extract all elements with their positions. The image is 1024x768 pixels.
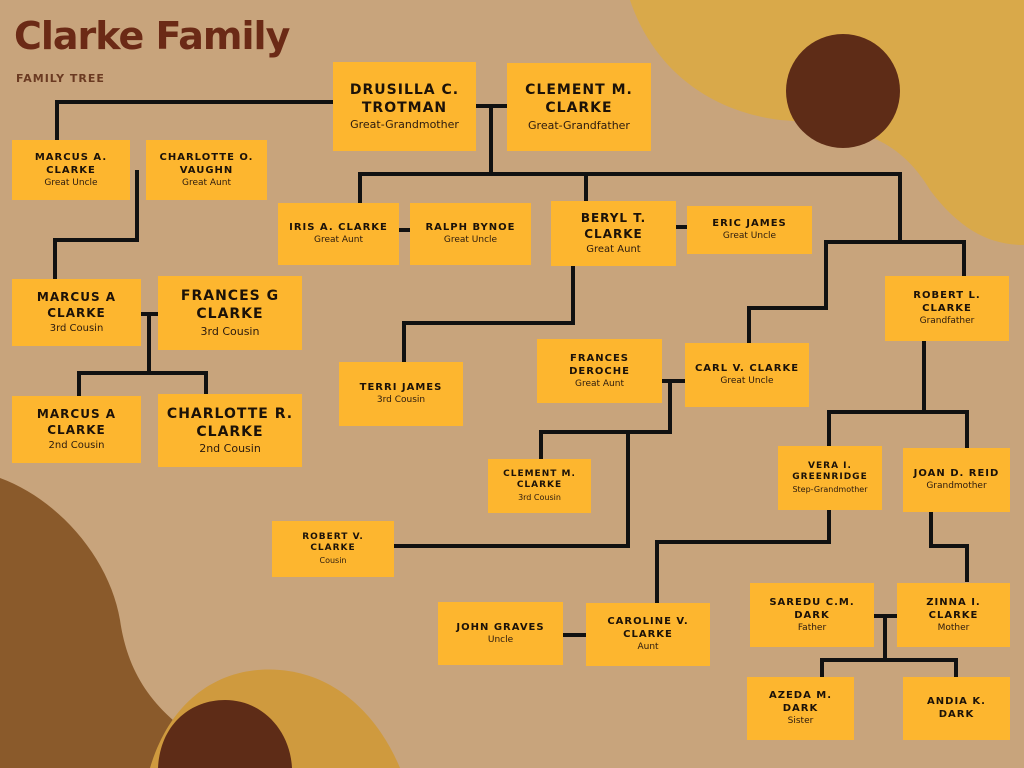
person-name: RALPH BYNOE <box>425 222 516 234</box>
person-role: Uncle <box>487 634 514 645</box>
person-name: FRANCES G CLARKE <box>180 288 280 323</box>
person-name: AZEDA M. DARK <box>768 690 833 715</box>
person-role: Mother <box>937 622 970 633</box>
person-name: ANDIA K. DARK <box>927 696 986 720</box>
person-role: Aunt <box>637 642 659 653</box>
dark-circle-top-right <box>786 34 900 148</box>
dark-blob-bottom <box>158 700 292 768</box>
person-card-caroline[interactable]: CAROLINE V. CLARKE Aunt <box>586 603 710 666</box>
person-name: JOHN GRAVES <box>456 621 545 633</box>
person-card-frances-deroche[interactable]: FRANCES DEROCHE Great Aunt <box>537 339 662 403</box>
person-role: Great Aunt <box>574 378 624 389</box>
person-card-zinna[interactable]: ZINNA I. CLARKE Mother <box>897 583 1010 647</box>
person-card-marcus-great-uncle[interactable]: MARCUS A. CLARKE Great Uncle <box>12 140 130 200</box>
person-card-andia[interactable]: ANDIA K. DARK <box>903 677 1010 740</box>
person-card-drusilla[interactable]: DRUSILLA C. TROTMAN Great-Grandmother <box>333 62 476 151</box>
person-card-ralph[interactable]: RALPH BYNOE Great Uncle <box>410 203 531 265</box>
person-name: VERA I. GREENRIDGE <box>792 460 868 483</box>
person-name: IRIS A. CLARKE <box>289 222 388 234</box>
person-role: Grandmother <box>926 481 987 492</box>
person-role: Great Aunt <box>181 177 231 188</box>
person-name: DRUSILLA C. TROTMAN <box>349 81 460 116</box>
person-name: MARCUS A. CLARKE <box>34 151 108 176</box>
person-card-marcus-3rd-cousin[interactable]: MARCUS A CLARKE 3rd Cousin <box>12 279 141 346</box>
person-name: CHARLOTTE R. CLARKE <box>166 405 294 440</box>
person-card-charlotte-r[interactable]: CHARLOTTE R. CLARKE 2nd Cousin <box>158 394 302 467</box>
person-role: Great Aunt <box>313 235 363 246</box>
person-name: CARL V. CLARKE <box>694 363 800 375</box>
person-card-eric[interactable]: ERIC JAMES Great Uncle <box>687 206 812 254</box>
person-role: Great Uncle <box>44 177 98 188</box>
person-name: ZINNA I. CLARKE <box>926 596 981 621</box>
person-card-marcus-2nd-cousin[interactable]: MARCUS A CLARKE 2nd Cousin <box>12 396 141 463</box>
person-role: Great Aunt <box>586 244 641 256</box>
person-role: 3rd Cousin <box>49 323 104 335</box>
person-role: 2nd Cousin <box>199 442 261 456</box>
page-subtitle: FAMILY TREE <box>16 72 105 85</box>
person-role: Grandfather <box>919 316 975 327</box>
person-role: 2nd Cousin <box>48 440 105 452</box>
person-role: 3rd Cousin <box>518 492 561 502</box>
person-name: MARCUS A CLARKE <box>36 406 117 437</box>
person-card-john[interactable]: JOHN GRAVES Uncle <box>438 602 563 665</box>
person-role: Great Uncle <box>722 231 777 242</box>
person-card-carl[interactable]: CARL V. CLARKE Great Uncle <box>685 343 809 407</box>
person-name: CHARLOTTE O. VAUGHN <box>159 151 254 176</box>
person-role: Great Uncle <box>443 235 498 246</box>
person-card-joan[interactable]: JOAN D. REID Grandmother <box>903 448 1010 512</box>
person-card-robert-v[interactable]: ROBERT V. CLARKE Cousin <box>272 521 394 577</box>
person-name: CAROLINE V. CLARKE <box>607 616 689 641</box>
person-name: ROBERT V. CLARKE <box>302 531 364 554</box>
person-name: CLEMENT M. CLARKE <box>525 82 633 117</box>
person-name: SAREDU C.M. DARK <box>769 596 855 621</box>
person-role: Sister <box>787 716 814 727</box>
person-role: Great Uncle <box>720 376 774 387</box>
person-name: ERIC JAMES <box>712 218 787 230</box>
person-card-azeda[interactable]: AZEDA M. DARK Sister <box>747 677 854 740</box>
person-card-frances-g[interactable]: FRANCES G CLARKE 3rd Cousin <box>158 276 302 350</box>
person-name: CLEMENT M. CLARKE <box>503 468 576 491</box>
person-role: Cousin <box>319 555 347 565</box>
person-name: BERYL T. CLARKE <box>580 210 647 241</box>
person-card-clement-3rd-cousin[interactable]: CLEMENT M. CLARKE 3rd Cousin <box>488 459 591 513</box>
person-role: Step-Grandmother <box>792 484 868 494</box>
person-card-beryl[interactable]: BERYL T. CLARKE Great Aunt <box>551 201 676 266</box>
person-role: 3rd Cousin <box>376 395 426 406</box>
person-role: Great-Grandfather <box>528 118 630 132</box>
page-title: Clarke Family <box>14 14 290 58</box>
brown-blob-bottom-left <box>0 478 250 768</box>
person-card-iris[interactable]: IRIS A. CLARKE Great Aunt <box>278 203 399 265</box>
person-card-saredu[interactable]: SAREDU C.M. DARK Father <box>750 583 874 647</box>
person-card-clement-sr[interactable]: CLEMENT M. CLARKE Great-Grandfather <box>507 63 651 151</box>
person-card-robert-l[interactable]: ROBERT L. CLARKE Grandfather <box>885 276 1009 341</box>
person-card-terri[interactable]: TERRI JAMES 3rd Cousin <box>339 362 463 426</box>
person-role: Father <box>797 622 827 633</box>
person-card-vera[interactable]: VERA I. GREENRIDGE Step-Grandmother <box>778 446 882 510</box>
person-name: FRANCES DEROCHE <box>569 352 630 377</box>
person-name: JOAN D. REID <box>913 468 1000 480</box>
person-card-charlotte-vaughn[interactable]: CHARLOTTE O. VAUGHN Great Aunt <box>146 140 267 200</box>
person-name: MARCUS A CLARKE <box>36 289 117 320</box>
person-name: ROBERT L. CLARKE <box>913 290 981 315</box>
person-role: 3rd Cousin <box>200 324 260 338</box>
person-name: TERRI JAMES <box>359 382 443 394</box>
person-role: Great-Grandmother <box>350 118 459 132</box>
